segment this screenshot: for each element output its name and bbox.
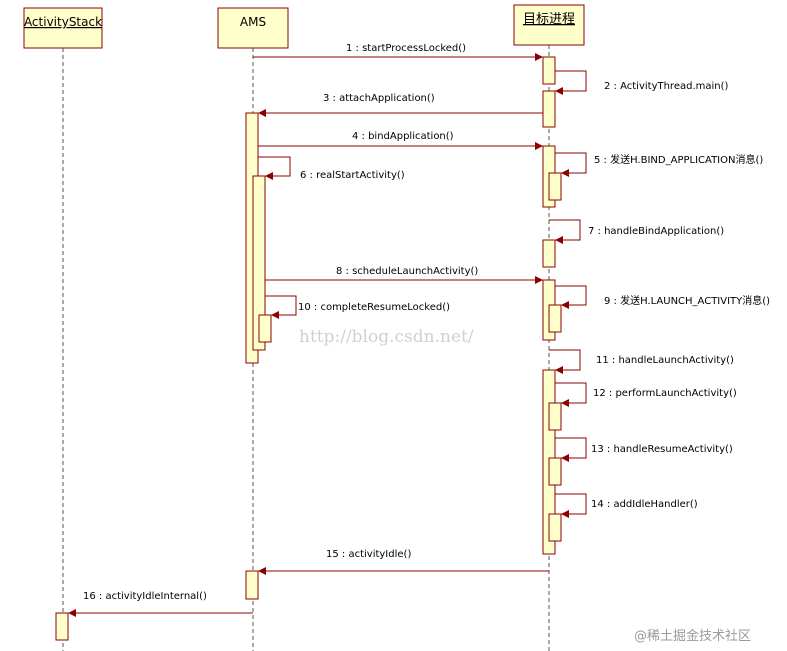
message-11: 11 : handleLaunchActivity() (549, 349, 734, 374)
message-1: 1 : startProcessLocked() (253, 43, 543, 61)
message-7: 7 : handleBindApplication() (549, 219, 724, 244)
lifeline-activity-stack-title: ActivityStack (24, 15, 102, 29)
message-6: 6 : realStartActivity() (258, 156, 405, 181)
message-6-line (258, 156, 291, 177)
message-11-line (549, 349, 581, 371)
message-13-arrowhead (561, 454, 569, 462)
message-2-arrowhead (555, 87, 563, 95)
message-1-arrowhead (535, 53, 543, 61)
message-8-arrowhead (535, 276, 543, 284)
lifeline-ams-title: AMS (240, 15, 266, 29)
message-14-label: 14 : addIdleHandler() (591, 499, 698, 510)
message-6-label: 6 : realStartActivity() (300, 170, 405, 181)
message-10: 10 : completeResumeLocked() (265, 295, 450, 319)
message-11-label: 11 : handleLaunchActivity() (596, 355, 734, 366)
message-3-arrowhead (258, 109, 266, 117)
message-2-line (555, 70, 587, 92)
lifeline-ams-box (217, 7, 289, 49)
footer-credit: @稀土掘金技术社区 (634, 628, 751, 644)
message-9: 9 : 发送H.LAUNCH_ACTIVITY消息() (555, 285, 770, 309)
message-5: 5 : 发送H.BIND_APPLICATION消息() (555, 152, 763, 177)
target-activation-1 (542, 56, 556, 85)
message-8-label: 8 : scheduleLaunchActivity() (336, 266, 478, 277)
message-16-arrowhead (68, 609, 76, 617)
message-15: 15 : activityIdle() (258, 549, 549, 575)
target-activation-6-nested-2 (548, 457, 562, 486)
message-2: 2 : ActivityThread.main() (555, 70, 729, 95)
message-12-label: 12 : performLaunchActivity() (593, 388, 737, 399)
ams-activation-activity-idle (245, 570, 259, 600)
message-7-line (549, 219, 581, 241)
ams-activation-complete-resume (258, 314, 272, 343)
watermark-url: http://blog.csdn.net/ (299, 327, 474, 347)
message-13-label: 13 : handleResumeActivity() (591, 444, 733, 455)
activity-stack-activation (55, 612, 69, 641)
message-7-label: 7 : handleBindApplication() (588, 226, 724, 237)
message-11-arrowhead (555, 366, 563, 374)
message-12-line (555, 382, 587, 404)
target-activation-6-nested-3 (548, 513, 562, 542)
target-activation-6-nested-1 (548, 402, 562, 431)
message-10-arrowhead (271, 311, 279, 319)
message-6-arrowhead (265, 172, 273, 180)
message-16: 16 : activityIdleInternal() (68, 591, 253, 617)
lifeline-target-process-box (513, 4, 585, 46)
message-8: 8 : scheduleLaunchActivity() (265, 266, 543, 284)
message-5-arrowhead (561, 169, 569, 177)
message-2-label: 2 : ActivityThread.main() (604, 81, 729, 92)
lifeline-target-process-title: 目标进程 (523, 12, 575, 27)
target-activation-4 (542, 239, 556, 268)
ams-activation-real-start (252, 175, 266, 351)
lifeline-activity-stack-box (23, 7, 103, 49)
message-7-arrowhead (555, 236, 563, 244)
message-14-arrowhead (561, 510, 569, 518)
message-5-label: 5 : 发送H.BIND_APPLICATION消息() (594, 153, 763, 166)
lifeline-target-process: 目标进程 (513, 4, 585, 651)
target-activation-5-nested (548, 304, 562, 333)
message-14: 14 : addIdleHandler() (555, 493, 698, 518)
message-14-line (555, 493, 587, 515)
message-15-arrowhead (258, 567, 266, 575)
message-10-line (265, 295, 297, 316)
message-12-arrowhead (561, 399, 569, 407)
message-3: 3 : attachApplication() (258, 93, 543, 117)
target-activation-2 (542, 90, 556, 128)
message-1-label: 1 : startProcessLocked() (346, 43, 466, 54)
message-4: 4 : bindApplication() (258, 131, 543, 150)
message-5-line (555, 152, 587, 174)
message-9-line (555, 285, 587, 306)
message-12: 12 : performLaunchActivity() (555, 382, 737, 407)
message-10-label: 10 : completeResumeLocked() (298, 302, 450, 313)
lifeline-activity-stack: ActivityStack (23, 7, 103, 651)
message-9-label: 9 : 发送H.LAUNCH_ACTIVITY消息() (604, 294, 770, 307)
message-3-label: 3 : attachApplication() (323, 93, 435, 104)
message-4-label: 4 : bindApplication() (352, 131, 454, 142)
message-16-label: 16 : activityIdleInternal() (83, 591, 207, 602)
message-15-label: 15 : activityIdle() (326, 549, 411, 560)
target-activation-3-nested (548, 172, 562, 201)
message-4-arrowhead (535, 142, 543, 150)
message-13: 13 : handleResumeActivity() (555, 437, 733, 462)
message-13-line (555, 437, 587, 459)
message-9-arrowhead (561, 301, 569, 309)
